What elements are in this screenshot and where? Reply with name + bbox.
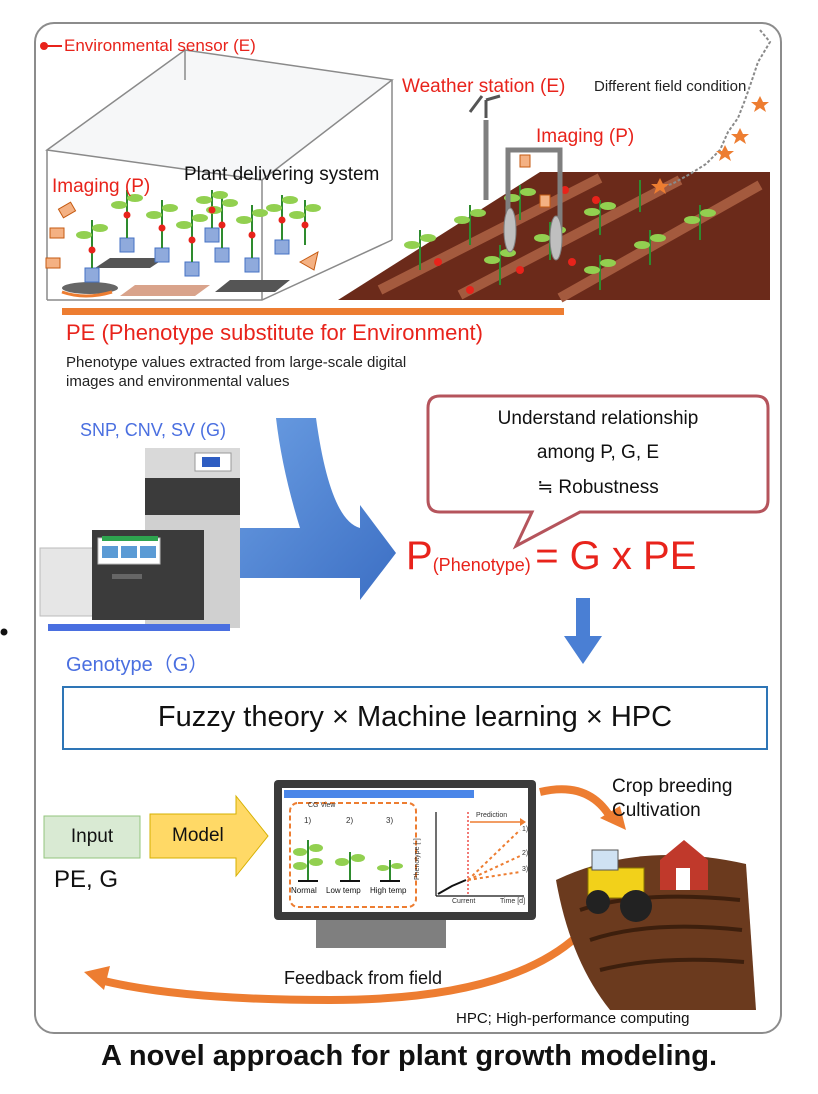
monitor-predict-label: Prediction bbox=[476, 812, 508, 819]
monitor-cond1: Normal bbox=[291, 886, 317, 895]
pe-divider bbox=[62, 308, 564, 315]
pe-g-label: PE, G bbox=[54, 866, 119, 893]
monitor-ylabel: Phenotype [-] bbox=[414, 838, 421, 880]
plant-delivering-label: Plant delivering system bbox=[184, 164, 380, 185]
figure-caption: A novel approach for plant growth modeli… bbox=[101, 1040, 717, 1072]
equation: P(Phenotype) = G x PE bbox=[406, 534, 696, 579]
pe-description-line2: images and environmental values bbox=[66, 373, 290, 390]
feedback-label: Feedback from field bbox=[284, 968, 443, 988]
different-field-label: Different field condition bbox=[594, 78, 747, 95]
crop-breeding-label: Crop breeding bbox=[612, 776, 733, 797]
method-text: Fuzzy theory × Machine learning × HPC bbox=[157, 701, 673, 733]
input-label: Input bbox=[70, 826, 114, 847]
monitor-panel-title: CG View bbox=[308, 802, 336, 809]
figure-frame bbox=[34, 22, 782, 1034]
monitor-xlabel-time: Time [d] bbox=[500, 898, 526, 905]
monitor-cond3: High temp bbox=[370, 886, 407, 895]
imaging-right-label: Imaging (P) bbox=[536, 126, 635, 147]
method-box: Fuzzy theory × Machine learning × HPC bbox=[62, 686, 768, 750]
cultivation-label: Cultivation bbox=[612, 800, 701, 821]
snp-label: SNP, CNV, SV (G) bbox=[80, 420, 227, 440]
greenhouse-illustration bbox=[40, 29, 772, 303]
bubble-line2: among P, G, E bbox=[536, 442, 660, 463]
weather-station-label: Weather station (E) bbox=[402, 76, 566, 97]
monitor-col3: 3) bbox=[386, 816, 394, 825]
pe-title: PE (Phenotype substitute for Environment… bbox=[66, 320, 483, 345]
monitor-col2: 2) bbox=[346, 816, 354, 825]
equation-rest: = G x PE bbox=[535, 534, 697, 578]
monitor-line1: 1) bbox=[522, 826, 529, 833]
equation-sub: (Phenotype) bbox=[432, 555, 531, 575]
monitor-line2: 2) bbox=[522, 850, 529, 857]
hpc-note: HPC; High-performance computing bbox=[456, 1010, 690, 1027]
imaging-left-label: Imaging (P) bbox=[52, 176, 151, 197]
environmental-sensor-label: Environmental sensor (E) bbox=[64, 36, 256, 55]
equation-p: P bbox=[406, 534, 433, 578]
monitor-xlabel-current: Current bbox=[452, 898, 476, 905]
bubble-line1: Understand relationship bbox=[497, 408, 699, 429]
genotype-label: Genotype（G） bbox=[66, 654, 209, 676]
pe-description-line1: Phenotype values extracted from large-sc… bbox=[66, 354, 407, 371]
monitor-cond2: Low temp bbox=[326, 886, 361, 895]
monitor-line3: 3) bbox=[522, 866, 529, 873]
bubble-line3: ≒ Robustness bbox=[537, 477, 659, 498]
monitor-col1: 1) bbox=[304, 816, 312, 825]
model-label: Model bbox=[172, 825, 224, 846]
